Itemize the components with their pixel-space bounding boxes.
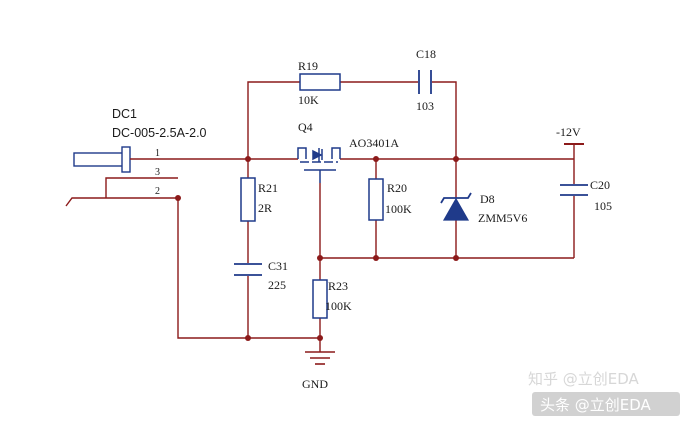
r21-resistor: R21 2R [240,177,278,222]
r20-ref: R20 [387,181,407,195]
r21-value: 2R [258,201,272,215]
c31-value: 225 [268,278,286,292]
q4-ref: Q4 [298,120,313,134]
c20-value: 105 [594,199,612,213]
c20-capacitor [560,184,588,196]
ground-label: GND [302,377,328,391]
r19-resistor: R19 10K [298,59,341,107]
d8-ref: D8 [480,192,495,206]
power-label: -12V [556,125,581,139]
c31-capacitor [234,263,262,276]
dc1-barrel-collar [121,146,131,173]
junction-dot [453,255,459,261]
dc1-pin-label-3: 3 [155,167,160,178]
r20-value: 100K [385,202,412,216]
junction-dot [245,335,251,341]
q4-drain-lead [331,147,341,159]
dc1-ref: DC1 [112,107,137,121]
q4-mosfet [297,147,341,183]
d8-cathode-bar [440,192,472,204]
c18-ref: C18 [416,47,436,61]
r19-body [299,73,341,91]
c20-ref: C20 [590,178,610,192]
d8-value: ZMM5V6 [478,211,527,225]
junctions [175,156,459,341]
d8-zener-diode [440,192,472,221]
dc1-pin2-lead [65,197,178,207]
zener-diode-icon [442,197,470,221]
wire-r19-loop [247,81,300,159]
junction-dot [317,255,323,261]
c18-capacitor [418,70,432,94]
r23-ref: R23 [328,279,348,293]
junction-dot [245,156,251,162]
q4-arrow [312,149,323,161]
junction-dot [373,255,379,261]
watermark-backdrop [532,392,680,416]
wire-c18-right [432,81,457,159]
wire-pin2-return [177,198,320,339]
dc1-pin3-lead [105,177,178,198]
r23-body [312,279,328,319]
r23-resistor: R23 100K [312,279,352,319]
junction-dot [453,156,459,162]
junction-dot [373,156,379,162]
r21-ref: R21 [258,181,278,195]
r19-value: 10K [298,93,319,107]
r21-body [240,177,256,222]
watermark-faded: 知乎 @立创EDA [528,370,640,388]
dc1-barrel [73,152,125,167]
dc1-pin-label-1: 1 [155,148,160,159]
ground-symbol-icon [305,351,335,365]
c31-ref: C31 [268,259,288,273]
c18-value: 103 [416,99,434,113]
dc1-pin-label-2: 2 [155,186,160,197]
junction-dot [317,335,323,341]
r19-ref: R19 [298,59,318,73]
dc1-part: DC-005-2.5A-2.0 [112,126,207,140]
watermark-front: 头条 @立创EDA [540,396,652,414]
dc1-connector: DC1 DC-005-2.5A-2.0 1 3 2 [65,107,207,207]
r23-value: 100K [325,299,352,313]
q4-value: AO3401A [349,136,399,150]
q4-source-lead [297,147,307,159]
r20-body [368,178,384,221]
r20-resistor: R20 100K [368,178,412,221]
